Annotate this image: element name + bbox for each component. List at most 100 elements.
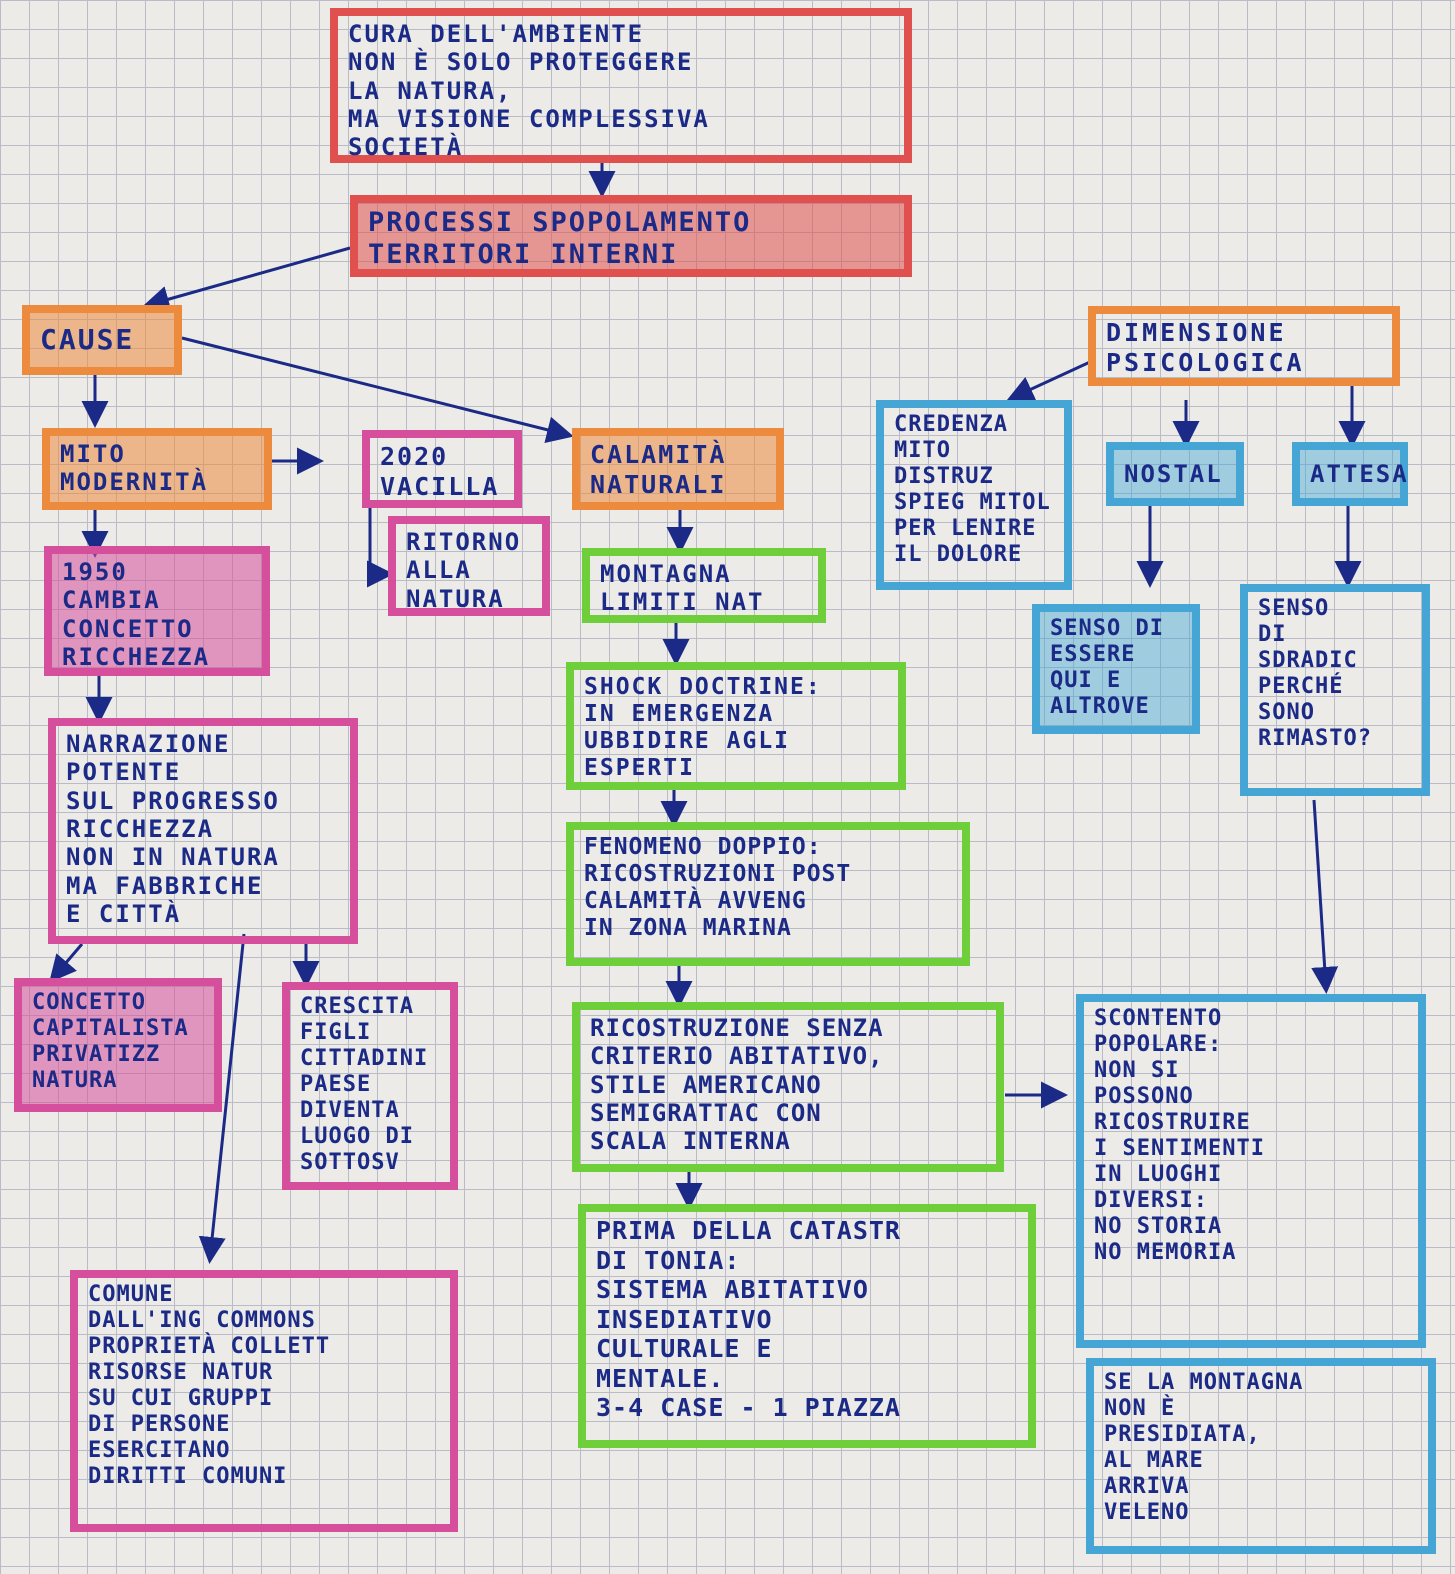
- box-text-line: NARRAZIONE: [66, 730, 231, 758]
- box-text-line: FIGLI: [300, 1019, 372, 1045]
- box-text-line: CALAMITÀ AVVENG: [584, 888, 807, 915]
- box-text-line: PER LENIRE: [894, 515, 1037, 541]
- box-text-line: CONCETTO: [32, 990, 146, 1015]
- box-text-line: SOTTOSV: [300, 1149, 400, 1175]
- box-text-line: POTENTE: [66, 758, 182, 787]
- arrow-narrazione-comune: [198, 933, 246, 1264]
- box-text-line: NATURA: [32, 1067, 118, 1093]
- box-text-line: RIMASTO?: [1258, 725, 1372, 751]
- box-text-line: ATTESA: [1310, 460, 1409, 488]
- box-text-line: RICOSTRUIRE: [1094, 1109, 1251, 1135]
- box-text-line: RICOSTRUZIONE SENZA: [590, 1014, 884, 1042]
- box-text-line: IN LUOGHI: [1094, 1161, 1223, 1187]
- box-text-line: AL MARE: [1104, 1447, 1204, 1473]
- box-text-line: POPOLARE:: [1094, 1031, 1223, 1057]
- box-text-line: DI: [1258, 621, 1287, 647]
- box-text-line: SOCIETÀ: [348, 133, 464, 162]
- box-text-line: SE LA MONTAGNA: [1104, 1370, 1304, 1395]
- box-text-line: LIMITI NAT: [600, 588, 765, 617]
- box-text-line: DIVENTA: [300, 1097, 400, 1123]
- box-text-line: CAUSE: [40, 323, 135, 356]
- box-text-line: IN ZONA MARINA: [584, 915, 792, 942]
- box-text-line: SUL PROGRESSO: [66, 786, 280, 815]
- box-text-line: MA VISIONE COMPLESSIVA: [348, 104, 710, 133]
- box-text-line: SHOCK DOCTRINE:: [584, 674, 822, 700]
- box-text-line: MITO: [894, 437, 951, 463]
- box-text-line: NO STORIA: [1094, 1213, 1223, 1239]
- box-text-line: CALAMITÀ: [590, 440, 727, 469]
- box-text-line: 3-4 CASE - 1 PIAZZA: [596, 1393, 901, 1422]
- arrow-processi-cause: [142, 246, 351, 313]
- box-text-line: NO MEMORIA: [1094, 1239, 1237, 1265]
- box-text-line: VACILLA: [380, 471, 500, 501]
- box-text-line: DIVERSI:: [1094, 1187, 1208, 1213]
- box-text-line: DIMENSIONE: [1106, 318, 1287, 347]
- box-text-line: QUI E: [1050, 667, 1122, 693]
- box-text-line: CREDENZA: [894, 412, 1008, 437]
- box-text-line: ESERCITANO: [88, 1437, 231, 1463]
- box-text-line: NON È: [1104, 1395, 1176, 1421]
- arrow-vacilla-ritorno: [367, 508, 394, 588]
- arrow-cause-calamita: [181, 336, 574, 443]
- box-text-line: STILE AMERICANO: [590, 1070, 822, 1099]
- box-text-line: PROPRIETÀ COLLETT: [88, 1333, 331, 1359]
- box-text-line: MITO: [60, 440, 126, 468]
- box-text-line: NATURALI: [590, 469, 727, 499]
- box-text-line: MA FABBRICHE: [66, 871, 264, 900]
- box-text-line: CITTADINI: [300, 1045, 429, 1071]
- box-text-line: CONCETTO: [62, 614, 194, 643]
- box-text-line: I SENTIMENTI: [1094, 1135, 1265, 1161]
- box-cause: CAUSE: [22, 305, 182, 375]
- box-text-line: DIRITTI COMUNI: [88, 1463, 288, 1489]
- box-text-line: SISTEMA ABITATIVO: [596, 1275, 869, 1304]
- box-text-line: ARRIVA: [1104, 1473, 1190, 1499]
- box-text-line: DALL'ING COMMONS: [88, 1307, 316, 1333]
- box-text-line: NON È SOLO PROTEGGERE: [348, 48, 694, 77]
- box-text-line: NON IN NATURA: [66, 843, 280, 872]
- box-text-line: IL DOLORE: [894, 541, 1023, 567]
- box-text-line: LA NATURA,: [348, 76, 513, 105]
- box-text-line: INSEDIATIVO: [596, 1304, 773, 1334]
- box-text-line: E CITTÀ: [66, 899, 182, 928]
- box-text-line: PSICOLOGICA: [1106, 347, 1305, 377]
- box-text-line: IN EMERGENZA: [584, 701, 775, 728]
- box-nostal: NOSTAL: [1106, 442, 1244, 506]
- box-text-line: CRITERIO ABITATIVO,: [590, 1042, 884, 1071]
- box-text-line: VELENO: [1104, 1499, 1190, 1525]
- arrow-narrazione-concetto: [49, 943, 84, 983]
- box-text-line: NATURA: [406, 584, 505, 613]
- box-text-line: COMUNE: [88, 1282, 174, 1307]
- box-text-line: RICOSTRUZIONI POST: [584, 861, 852, 888]
- box-text-line: 2020: [380, 442, 449, 471]
- box-attesa: ATTESA: [1292, 442, 1408, 506]
- box-text-line: SCONTENTO: [1094, 1006, 1223, 1031]
- box-text-line: PROCESSI SPOPOLAMENTO: [368, 207, 752, 238]
- box-text-line: CULTURALE E: [596, 1334, 773, 1363]
- box-text-line: RISORSE NATUR: [88, 1359, 274, 1385]
- box-text-line: ALTROVE: [1050, 693, 1150, 719]
- box-text-line: DISTRUZ: [894, 463, 994, 489]
- box-text-line: MONTAGNA: [600, 560, 732, 588]
- box-text-line: SEMIGRATTAC CON: [590, 1098, 822, 1127]
